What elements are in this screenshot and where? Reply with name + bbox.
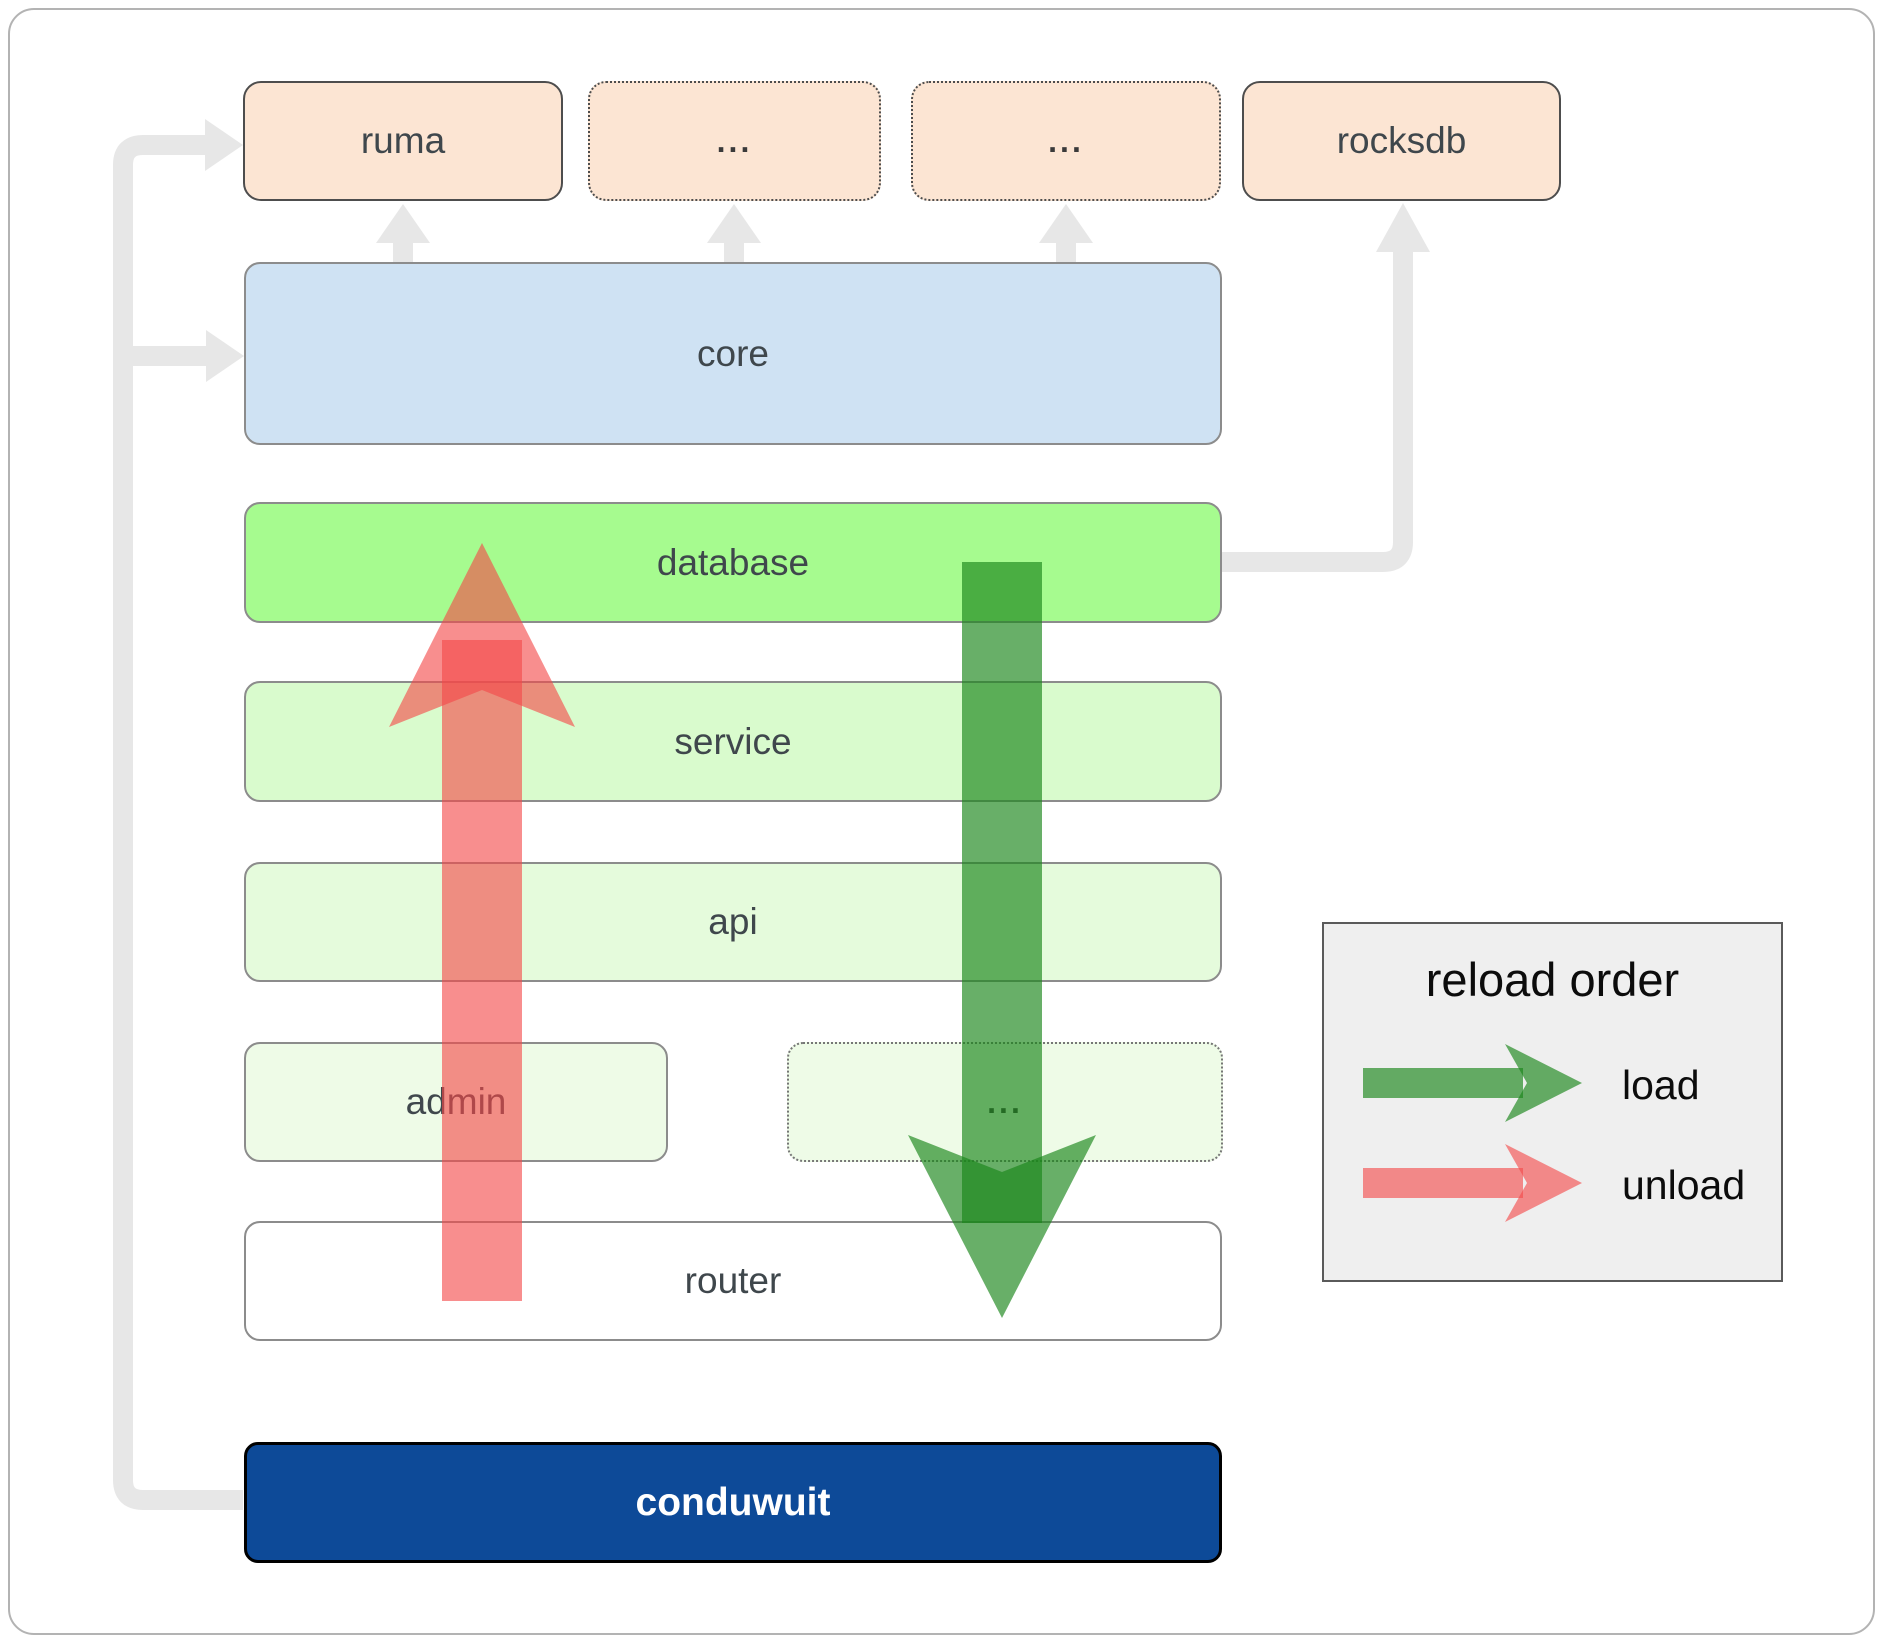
legend-load-label: load	[1622, 1062, 1700, 1108]
box-router: router	[244, 1221, 1222, 1341]
box-service: service	[244, 681, 1222, 802]
box-rocksdb: rocksdb	[1242, 81, 1561, 201]
box-ruma-label: ruma	[360, 120, 446, 161]
box-admin: admin	[244, 1042, 668, 1162]
box-router-label: router	[684, 1260, 782, 1301]
box-database: database	[244, 502, 1222, 623]
box-ellipsis-2-label: ...	[1048, 122, 1084, 159]
box-api: api	[244, 862, 1222, 982]
diagram-outer-frame	[8, 8, 1875, 1635]
box-rocksdb-label: rocksdb	[1336, 120, 1467, 161]
legend-unload-label: unload	[1622, 1162, 1746, 1208]
box-service-label: service	[674, 720, 792, 762]
box-core: core	[244, 262, 1222, 445]
box-ellipsis-1: ...	[588, 81, 881, 201]
box-core-label: core	[697, 332, 769, 374]
box-admin-label: admin	[405, 1081, 507, 1122]
legend-title: reload order	[1425, 953, 1680, 1006]
box-conduwuit-label: conduwuit	[635, 1480, 831, 1524]
box-api-label: api	[708, 901, 758, 942]
box-conduwuit: conduwuit	[244, 1442, 1222, 1563]
box-ellipsis-1-label: ...	[716, 122, 753, 159]
box-database-label: database	[656, 541, 810, 583]
box-ellipsis-3-label: ...	[987, 1083, 1023, 1120]
legend-reload-order: reload order load unload	[1322, 922, 1783, 1282]
box-ellipsis-3: ...	[787, 1042, 1223, 1162]
box-ruma: ruma	[243, 81, 563, 201]
box-ellipsis-2: ...	[911, 81, 1221, 201]
